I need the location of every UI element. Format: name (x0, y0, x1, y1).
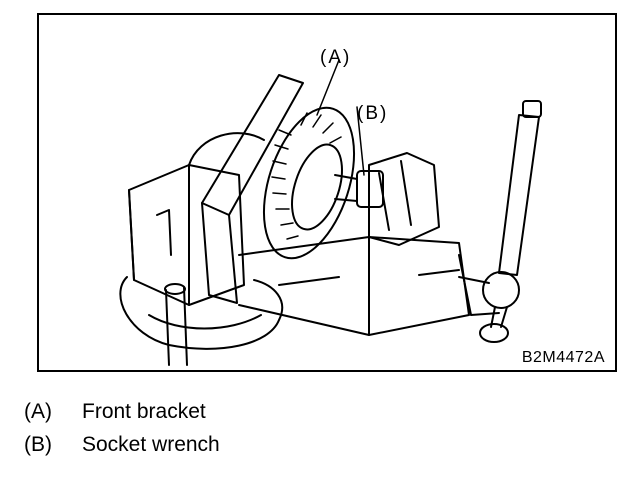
front-bracket-hub (291, 143, 343, 231)
vise-base (119, 276, 284, 350)
fixed-jaw-face (128, 164, 190, 306)
vise-illustration (119, 59, 542, 366)
movable-jaw-face (378, 160, 412, 231)
legend-row: (B) Socket wrench (24, 433, 220, 457)
callout-b-label: (B) (357, 103, 389, 124)
vise-base-edge (148, 314, 262, 330)
movable-jaw (368, 152, 440, 246)
legend-key: (B) (24, 433, 52, 456)
vise-dome (188, 132, 265, 166)
t-handle-bottom (479, 323, 509, 343)
callout-a-lead (316, 59, 340, 116)
fixed-jaw-body (128, 164, 245, 306)
front-bracket-plate-side (201, 202, 238, 304)
figure-frame: (A) (B) B2M4472A (37, 13, 617, 372)
front-bracket-plate (201, 74, 304, 216)
legend-text: Socket wrench (82, 433, 220, 456)
legend-text: Front bracket (82, 400, 206, 423)
handle-knob (482, 271, 520, 309)
t-handle-bar (498, 114, 540, 276)
vise-post (165, 286, 188, 366)
t-handle-top (522, 100, 542, 118)
front-bracket-housing (262, 106, 356, 260)
front-bracket-fins (271, 112, 342, 240)
callout-a-label: (A) (320, 47, 352, 68)
vise-post-cap (164, 283, 186, 295)
figure-code: B2M4472A (521, 349, 605, 366)
legend-row: (A) Front bracket (24, 400, 206, 424)
legend-key: (A) (24, 400, 52, 423)
t-handle-lower (490, 306, 508, 328)
vise-slide-detail (278, 236, 460, 336)
vise-slide (238, 236, 470, 336)
vise-flange (458, 254, 500, 316)
socket-wrench-lead (356, 106, 365, 176)
